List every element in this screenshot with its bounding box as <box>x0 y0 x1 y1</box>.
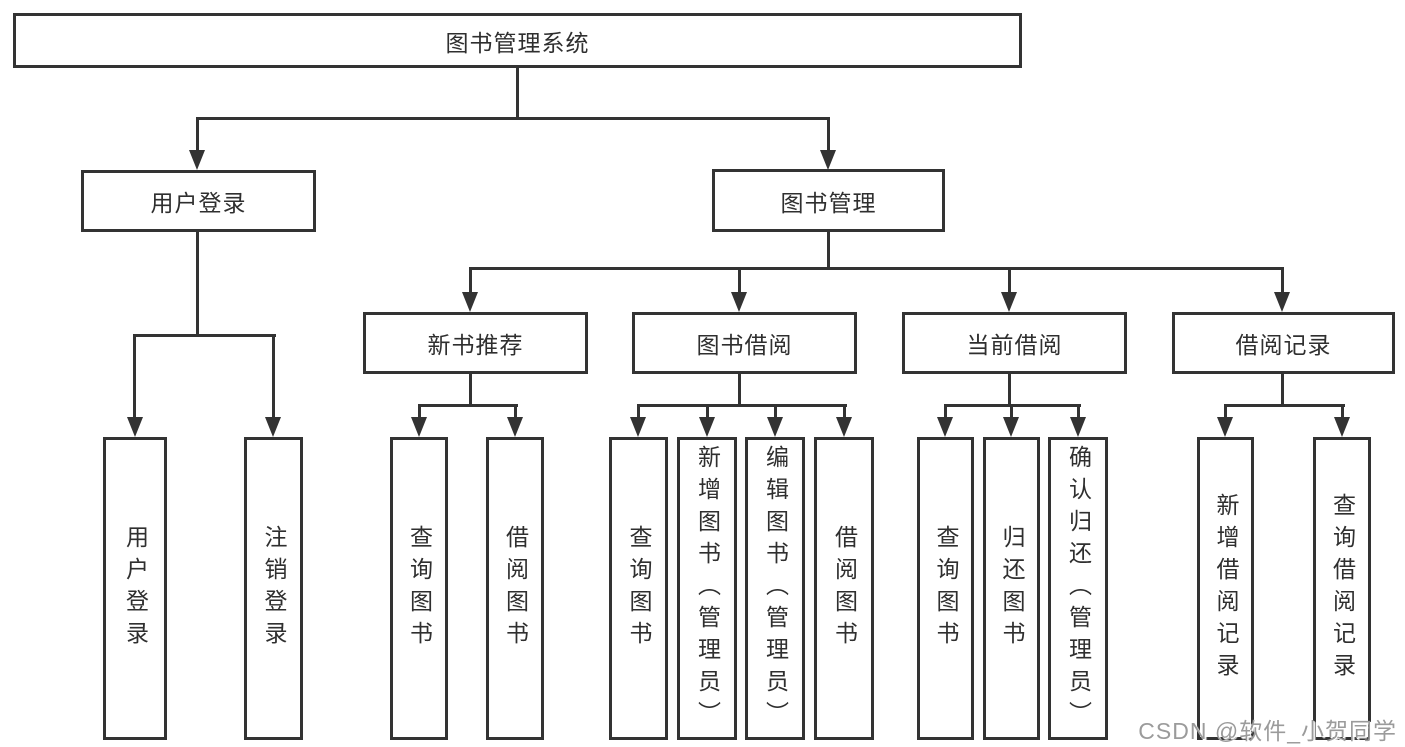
connector-line <box>827 117 830 154</box>
connector-line <box>1341 404 1344 420</box>
leaf-edit-books-admin: 编辑图书（管理员） <box>745 437 805 740</box>
leaf-query-borrow-record: 查询借阅记录 <box>1313 437 1371 740</box>
connector-line <box>196 117 830 120</box>
node-user-login: 用户登录 <box>81 170 316 232</box>
arrowhead-icon <box>1274 292 1290 312</box>
leaf-add-books-admin: 新增图书（管理员） <box>677 437 737 740</box>
arrowhead-icon <box>767 417 783 437</box>
leaf-label: 借阅图书 <box>831 524 858 653</box>
connector-line <box>637 404 640 420</box>
leaf-borrow-books-recommend: 借阅图书 <box>486 437 544 740</box>
connector-line <box>514 404 517 420</box>
connector-line <box>827 232 830 270</box>
connector-line <box>1281 267 1284 295</box>
leaf-label: 注销登录 <box>261 524 287 653</box>
arrowhead-icon <box>937 417 953 437</box>
connector-line <box>133 334 136 420</box>
leaf-label: 查询图书 <box>933 524 959 653</box>
node-book-management: 图书管理 <box>712 169 945 232</box>
arrowhead-icon <box>265 417 281 437</box>
leaf-borrow-books-borrowing: 借阅图书 <box>814 437 874 740</box>
arrowhead-icon <box>1334 417 1350 437</box>
arrowhead-icon <box>836 417 852 437</box>
leaf-label: 新增图书（管理员） <box>694 444 721 733</box>
leaf-query-books-recommend: 查询图书 <box>390 437 448 740</box>
connector-line <box>738 267 741 295</box>
arrowhead-icon <box>820 150 836 170</box>
connector-line <box>1010 404 1013 420</box>
arrowhead-icon <box>462 292 478 312</box>
leaf-user-login: 用户登录 <box>103 437 167 740</box>
connector-line <box>469 374 472 407</box>
arrowhead-icon <box>1001 292 1017 312</box>
leaf-label: 确认归还（管理员） <box>1065 444 1092 733</box>
connector-line <box>469 267 472 295</box>
arrowhead-icon <box>1070 417 1086 437</box>
leaf-confirm-return-admin: 确认归还（管理员） <box>1048 437 1108 740</box>
leaf-query-books-current: 查询图书 <box>917 437 974 740</box>
leaf-label: 查询图书 <box>626 524 652 653</box>
node-new-book-recommend: 新书推荐 <box>363 312 588 374</box>
connector-line <box>944 404 947 420</box>
leaf-label: 借阅图书 <box>502 524 529 653</box>
leaf-logout: 注销登录 <box>244 437 303 740</box>
connector-line <box>738 374 741 407</box>
connector-line <box>196 232 199 337</box>
connector-line <box>706 404 709 420</box>
connector-line <box>843 404 846 420</box>
connector-line <box>1224 404 1345 407</box>
node-root-library-system: 图书管理系统 <box>13 13 1022 68</box>
leaf-add-borrow-record: 新增借阅记录 <box>1197 437 1254 740</box>
connector-line <box>418 404 518 407</box>
connector-line <box>469 267 1284 270</box>
arrowhead-icon <box>1217 417 1233 437</box>
connector-line <box>1008 267 1011 295</box>
node-book-borrowing: 图书借阅 <box>632 312 857 374</box>
arrowhead-icon <box>1003 417 1019 437</box>
leaf-label: 归还图书 <box>999 524 1025 653</box>
connector-line <box>774 404 777 420</box>
arrowhead-icon <box>507 417 523 437</box>
arrowhead-icon <box>189 150 205 170</box>
connector-line <box>637 404 847 407</box>
leaf-label: 查询借阅记录 <box>1329 492 1356 685</box>
csdn-watermark: CSDN @软件_小贺同学 <box>1138 718 1397 744</box>
leaf-label: 用户登录 <box>122 524 149 653</box>
node-borrowing-records: 借阅记录 <box>1172 312 1395 374</box>
leaf-label: 编辑图书（管理员） <box>762 444 789 733</box>
leaf-return-books: 归还图书 <box>983 437 1040 740</box>
arrowhead-icon <box>411 417 427 437</box>
arrowhead-icon <box>699 417 715 437</box>
leaf-query-books-borrowing: 查询图书 <box>609 437 668 740</box>
arrowhead-icon <box>731 292 747 312</box>
connector-line <box>1008 374 1011 407</box>
connector-line <box>516 68 519 120</box>
connector-line <box>133 334 276 337</box>
connector-line <box>272 334 275 420</box>
arrowhead-icon <box>630 417 646 437</box>
node-current-borrowing: 当前借阅 <box>902 312 1127 374</box>
leaf-label: 新增借阅记录 <box>1213 492 1239 685</box>
arrowhead-icon <box>127 417 143 437</box>
connector-line <box>1281 374 1284 407</box>
connector-line <box>196 117 199 154</box>
connector-line <box>418 404 421 420</box>
connector-line <box>1224 404 1227 420</box>
leaf-label: 查询图书 <box>406 524 433 653</box>
connector-line <box>1077 404 1080 420</box>
